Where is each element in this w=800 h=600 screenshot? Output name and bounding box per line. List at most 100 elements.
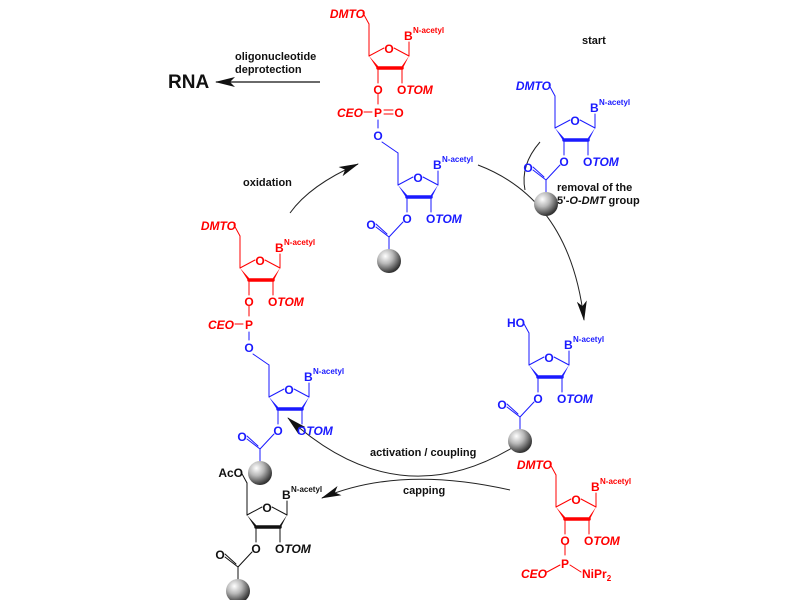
- carbonyl-bond: [375, 223, 388, 235]
- linkage-oxygen: O: [373, 129, 382, 143]
- wedge-bond: [589, 507, 596, 521]
- c5-o-bond: [240, 471, 248, 484]
- ester-bond: [545, 164, 561, 181]
- five-prime-label: AcO: [218, 466, 243, 480]
- wedge-bond: [555, 128, 564, 142]
- three-prime-oxygen: O: [273, 424, 282, 438]
- ring-oxygen: O: [544, 351, 553, 365]
- wedge-bond: [398, 185, 407, 199]
- capping-arrow: [321, 478, 511, 499]
- wedge-bond: [273, 268, 280, 282]
- ceo-label: CEO: [208, 318, 235, 332]
- ring-bond: [264, 259, 281, 269]
- c5-o-bond: [549, 463, 557, 476]
- base-superscript: N-acetyl: [313, 367, 344, 376]
- base-superscript: N-acetyl: [573, 335, 604, 344]
- phosphorus: P: [374, 106, 382, 120]
- wedge-bond: [431, 185, 438, 199]
- otom-label: OTOM: [397, 83, 434, 97]
- wedge-bond: [588, 128, 595, 142]
- ring-oxygen: O: [384, 42, 393, 56]
- three-prime-oxygen: O: [533, 392, 542, 406]
- ring-bond: [555, 498, 572, 508]
- otom-label: OTOM: [583, 155, 620, 169]
- ceo-label: CEO: [337, 106, 364, 120]
- five-prime-label: DMTO: [201, 219, 237, 233]
- wedge-bond: [529, 365, 538, 379]
- carbonyl-oxygen: O: [366, 218, 375, 232]
- wedge-bond: [562, 365, 569, 379]
- carbonyl-bond: [506, 406, 521, 418]
- ring-bond: [580, 498, 597, 508]
- carbonyl-oxygen: O: [237, 430, 246, 444]
- phosphorus: P: [561, 557, 569, 571]
- cycle-arrows: [287, 141, 587, 499]
- wedge-bond: [369, 56, 378, 70]
- ring-bond: [422, 176, 439, 186]
- otom-label: OTOM: [426, 212, 463, 226]
- base-superscript: N-acetyl: [600, 477, 631, 486]
- ring-bond: [293, 388, 310, 398]
- ring-bond: [239, 259, 256, 269]
- base-superscript: N-acetyl: [599, 98, 630, 107]
- c5-o-bond: [233, 224, 241, 237]
- ring-oxygen: O: [570, 114, 579, 128]
- start-label: start: [582, 35, 606, 47]
- carbonyl-oxygen: O: [523, 161, 532, 175]
- base-superscript: N-acetyl: [413, 26, 444, 35]
- coupling-arrow: [287, 417, 521, 477]
- activation-coupling-label: activation / coupling: [370, 447, 476, 459]
- ring-bond: [579, 119, 596, 129]
- deprotection-step: RNA oligonucleotide deprotection: [168, 51, 320, 93]
- wedge-bond: [280, 515, 287, 529]
- otom-label: OTOM: [297, 424, 334, 438]
- base-superscript: N-acetyl: [291, 485, 322, 494]
- ring-bond: [393, 47, 410, 57]
- otom-label: OTOM: [584, 534, 621, 548]
- carbonyl-oxygen: O: [215, 548, 224, 562]
- carbonyl-bond: [224, 553, 237, 565]
- base-label: B: [275, 241, 284, 255]
- ring-oxygen: O: [262, 501, 271, 515]
- c5-o-bond: [522, 321, 530, 334]
- base-label: B: [590, 101, 599, 115]
- ring-bond: [246, 506, 263, 516]
- three-prime-oxygen: O: [559, 155, 568, 169]
- ring-oxygen: O: [284, 383, 293, 397]
- wedge-bond: [302, 397, 309, 411]
- ring-bond: [268, 388, 285, 398]
- base-label: B: [591, 480, 600, 494]
- base-label: B: [304, 370, 313, 384]
- o-c5-bond: [252, 353, 270, 366]
- removal-label-line2: 5'-O-DMT group: [557, 195, 640, 207]
- wedge-bond: [247, 515, 256, 529]
- ester-bond: [259, 433, 275, 450]
- solid-support-bead: [534, 192, 558, 216]
- deprotection-cycle-arrow: [477, 164, 587, 321]
- rna-product-label: RNA: [168, 72, 209, 93]
- otom-label: OTOM: [557, 392, 594, 406]
- ring-bond: [553, 356, 570, 366]
- carbonyl-bond: [532, 166, 545, 178]
- oxidation-arrow: [289, 163, 359, 214]
- deprotection-label-line2: deprotection: [235, 64, 302, 76]
- p-oceo-bond: [546, 564, 561, 573]
- otom-label: OTOM: [268, 295, 305, 309]
- ring-bond: [554, 119, 571, 129]
- c5-o-bond: [548, 84, 556, 97]
- ring-oxygen: O: [413, 171, 422, 185]
- five-prime-label: DMTO: [516, 79, 552, 93]
- carbonyl-bond: [246, 435, 259, 447]
- carbonyl-bond: [532, 169, 547, 181]
- carbonyl-bond: [224, 556, 239, 568]
- solid-support-bead: [377, 249, 401, 273]
- base-label: B: [404, 29, 413, 43]
- carbonyl-oxygen: O: [497, 398, 506, 412]
- base-label: B: [564, 338, 573, 352]
